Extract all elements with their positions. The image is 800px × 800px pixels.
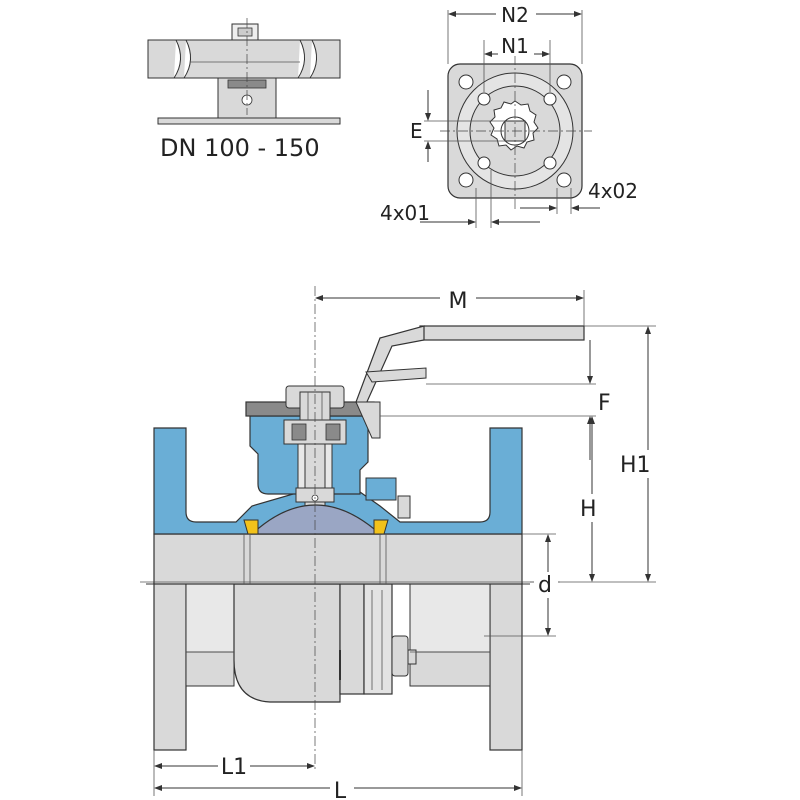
dim-label-n2: N2 [501,3,529,27]
dim-label-4x02: 4x02 [588,179,638,203]
seat-right [373,519,389,535]
flange-top-view: N2 N1 E 4x01 4x02 [380,2,638,228]
seat-left [243,519,259,535]
dim-label-n1: N1 [501,34,529,58]
main-dimensions: M F H1 H d L1 L [153,286,666,800]
dim-label-l1: L1 [221,755,247,780]
valve-section-view [140,286,585,770]
lower-body [153,581,523,751]
dim-label-f: F [598,391,611,416]
dim-label-h1: H1 [620,453,651,478]
variant-label: DN 100 - 150 [160,134,320,162]
flange-band [153,533,523,585]
mounting-detail-view: DN 100 - 150 [147,18,341,162]
dim-label-h: H [580,497,597,522]
dim-label-l: L [334,779,347,800]
dim-label-e: E [410,119,423,143]
dim-label-d: d [538,573,552,598]
dim-label-m: M [449,289,468,314]
dim-label-4x01: 4x01 [380,201,430,225]
lever-handle [355,325,585,439]
ball [250,504,382,535]
